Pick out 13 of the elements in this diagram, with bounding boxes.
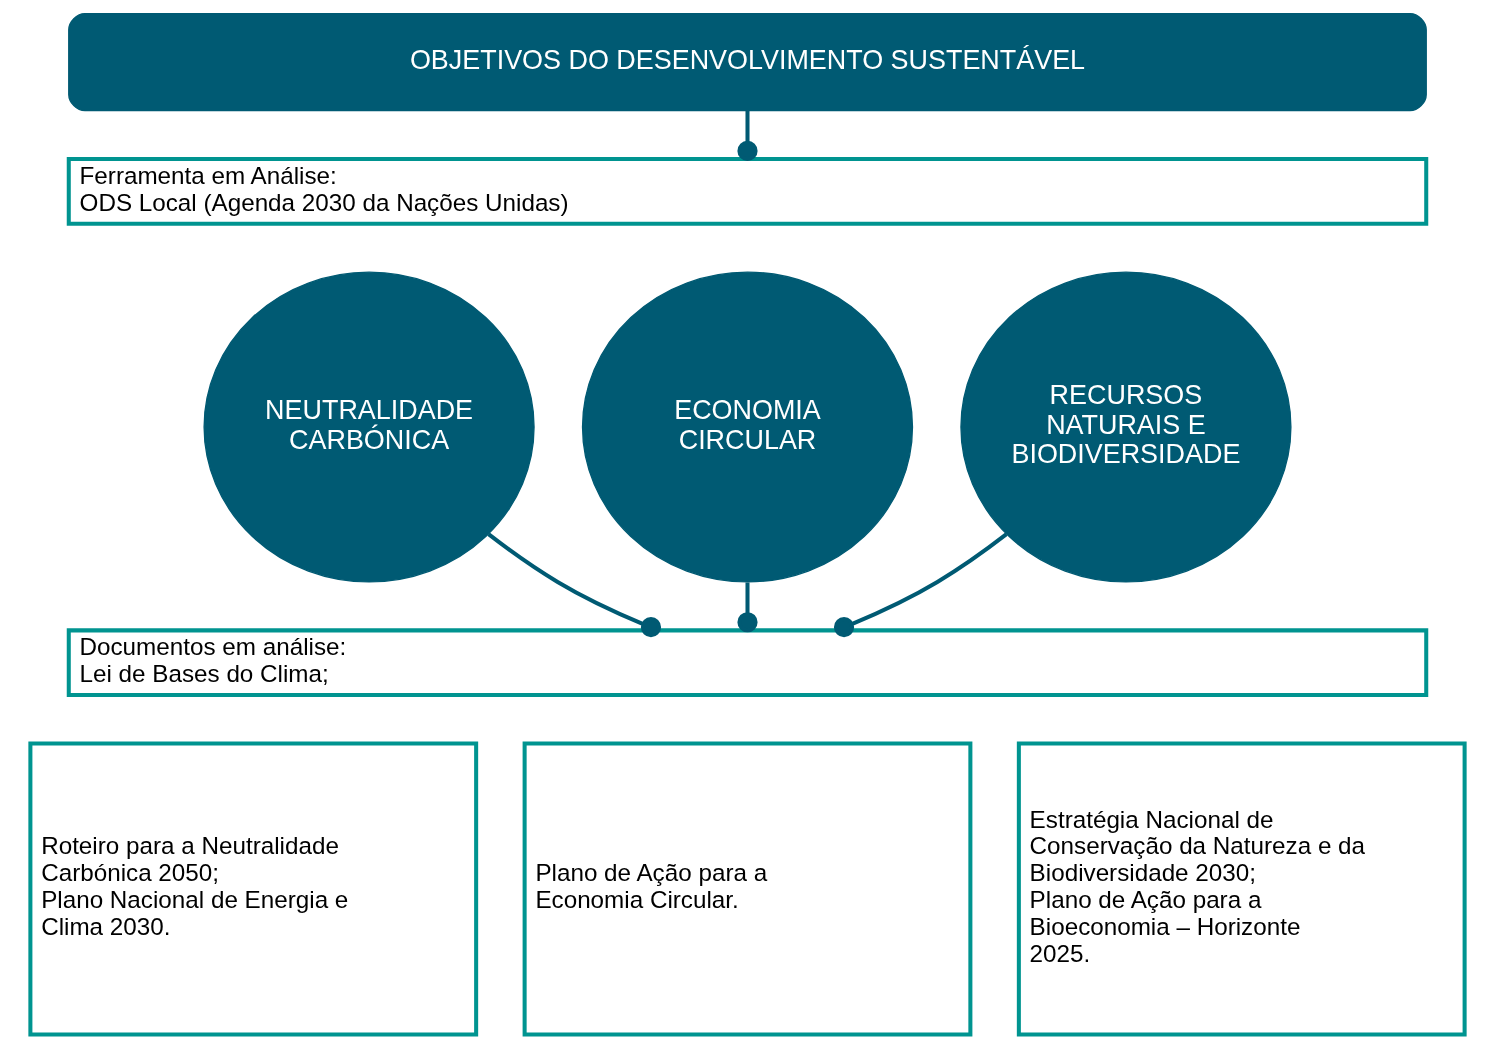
connector <box>736 582 758 633</box>
node-box: Plano de Ação para a Economia Circular. <box>522 741 972 1037</box>
node-box: OBJETIVOS DO DESENVOLVIMENTO SUSTENTÁVEL <box>67 12 1427 112</box>
node-box: Ferramenta em Análise: ODS Local (Agenda 2030 da Nações Unidas) <box>66 157 1428 226</box>
node-circle: ECONOMIA CIRCULAR <box>581 271 913 583</box>
node-box: Documentos em análise: Lei de Bases do Clima; <box>66 628 1428 698</box>
node-box: Estratégia Nacional de Conservação da Natureza e da Biodiversidade 2030; Plano de Ação para a Bioeconomia – Horizonte 2025. <box>1016 741 1467 1037</box>
node-box: Roteiro para a Neutralidade Carbónica 2050; Plano Nacional de Energia e Clima 2030. <box>27 741 478 1037</box>
node-circle: RECURSOS NATURAIS E BIODIVERSIDADE <box>959 271 1292 583</box>
node-circle: NEUTRALIDADE CARBÓNICA <box>202 271 535 583</box>
connector <box>736 110 758 161</box>
connector <box>486 532 661 638</box>
connector <box>833 532 1008 638</box>
